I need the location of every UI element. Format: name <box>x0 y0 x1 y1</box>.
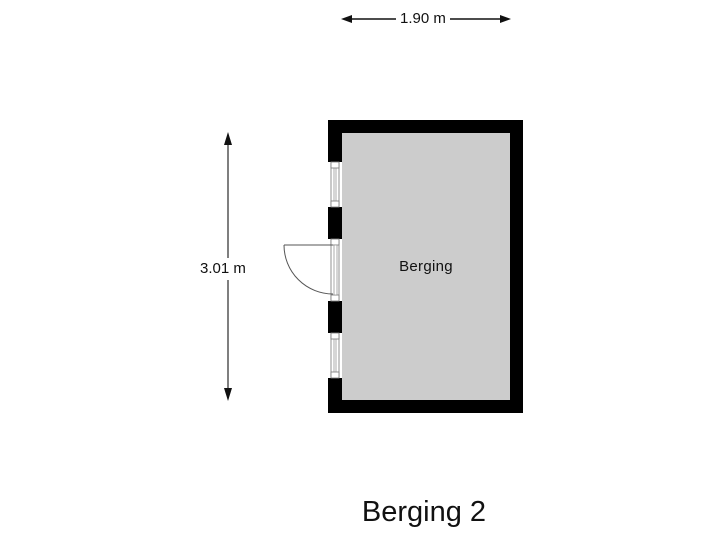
walls <box>328 120 523 413</box>
door <box>283 238 340 302</box>
height-dimension-label: 3.01 m <box>200 258 246 280</box>
arrow-up-icon <box>224 132 232 145</box>
room-label-berging: Berging <box>399 258 453 275</box>
arrow-down-icon <box>224 388 232 401</box>
window-lower <box>330 332 340 379</box>
room-fill-berging <box>342 133 510 400</box>
window-upper <box>330 161 340 208</box>
arrow-right-icon <box>500 15 511 23</box>
plan-title: Berging 2 <box>361 496 487 528</box>
arrow-left-icon <box>341 15 352 23</box>
width-dimension-label: 1.90 m <box>396 10 450 28</box>
door-swing-arc <box>283 244 334 295</box>
